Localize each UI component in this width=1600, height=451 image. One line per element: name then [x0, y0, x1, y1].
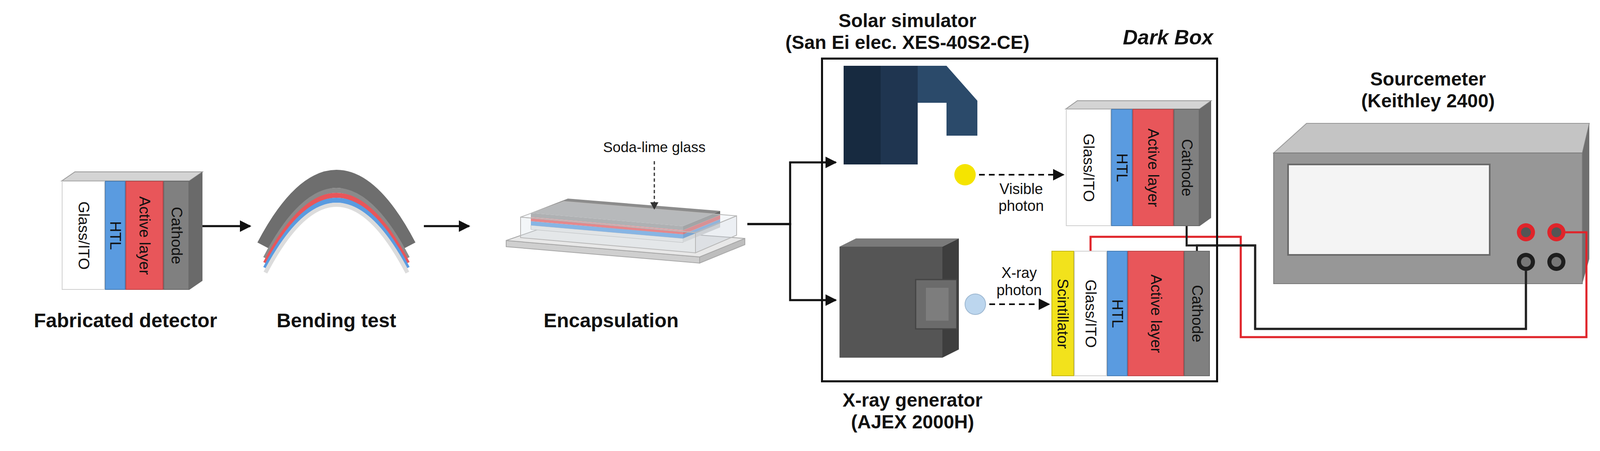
- photon-arrow: [979, 174, 1064, 176]
- heading-block: Fabricated detector: [33, 309, 217, 333]
- simulator-hood: [880, 65, 978, 136]
- layer-box: Glass/ITO: [61, 181, 105, 291]
- layer-box: Active layer: [1127, 251, 1184, 377]
- layer-label: Cathode: [1188, 285, 1206, 343]
- simulator-side: [843, 65, 881, 165]
- flow-arrow: [747, 224, 836, 301]
- node-title: Dark Box: [1122, 25, 1214, 50]
- bent-device: [265, 179, 408, 273]
- wire: [1197, 245, 1527, 330]
- layer-label: Active layer: [135, 196, 154, 275]
- heading-block: Bending test: [276, 309, 397, 333]
- terminal-black: [1516, 253, 1535, 272]
- layer-label: Active layer: [1144, 128, 1162, 207]
- heading-block: Solar simulator(San Ei elec. XES-40S2-CE…: [785, 9, 1030, 54]
- node-subtitle: (San Ei elec. XES-40S2-CE): [785, 31, 1030, 54]
- solar-simulator-icon: [843, 65, 978, 186]
- wire: [1186, 226, 1527, 330]
- layer-label: Glass/ITO: [1081, 279, 1100, 349]
- sourcemeter-front: [1273, 153, 1583, 284]
- side-face: [1199, 100, 1212, 227]
- terminal-red: [1516, 223, 1535, 242]
- layer-box: HTL: [1111, 109, 1133, 227]
- heading-block: X-ray generator(AJEX 2000H): [842, 389, 983, 434]
- dark-box: Dark BoxSolar simulator(San Ei elec. XES…: [820, 57, 1219, 383]
- node-title: Solar simulator: [785, 9, 1030, 32]
- process-step: Fabricated detectorGlass/ITOHTLActive la…: [61, 181, 190, 291]
- layer-box: Cathode: [1183, 251, 1210, 377]
- edge-label: Visible photon: [982, 180, 1061, 215]
- terminal-core: [1520, 257, 1531, 268]
- annotation-label: Soda-lime glass: [603, 139, 706, 156]
- terminal-black: [1547, 253, 1566, 272]
- edge-label: X-ray photon: [980, 264, 1059, 299]
- bent-glass: [265, 204, 408, 273]
- heading-block: Dark Box: [1122, 25, 1214, 50]
- node-title: Bending test: [276, 309, 397, 333]
- process-step: Bending test: [259, 172, 414, 276]
- detector-3d-faces: [61, 100, 1212, 291]
- layer-box: HTL: [104, 181, 126, 291]
- node-subtitle: (AJEX 2000H): [842, 411, 983, 434]
- visible-photon-dot: [954, 164, 976, 186]
- node-title: Sourcemeter: [1361, 68, 1496, 91]
- layer-label: Glass/ITO: [1079, 133, 1098, 203]
- node-subtitle: (Keithley 2400): [1361, 90, 1496, 112]
- layer-label: Scintillator: [1054, 278, 1072, 349]
- layer-box: Glass/ITO: [1074, 251, 1107, 377]
- xray-nozzle: [915, 279, 957, 330]
- sourcemeter-icon: [1273, 123, 1590, 284]
- top-face: [1065, 100, 1212, 110]
- sourcemeter-top: [1273, 123, 1590, 154]
- side-face: [189, 172, 203, 291]
- xray-photon-dot: [965, 294, 986, 315]
- xray-window: [925, 288, 949, 321]
- xray-top: [839, 238, 959, 247]
- top-face: [61, 172, 203, 182]
- photon-arrow: [989, 303, 1049, 306]
- layer-label: Cathode: [1178, 139, 1196, 197]
- flow-arrow: [747, 162, 836, 225]
- layer-box: Scintillator: [1051, 251, 1075, 377]
- terminal-core: [1520, 227, 1531, 238]
- process-step: Encapsulation: [477, 181, 745, 264]
- layer-label: Active layer: [1147, 274, 1165, 354]
- flow-arrow: [202, 225, 251, 228]
- node-title: Fabricated detector: [33, 309, 217, 333]
- equipment-node: Solar simulator(San Ei elec. XES-40S2-CE…: [837, 61, 978, 186]
- leader-line: [653, 161, 656, 206]
- layer-box: Glass/ITO: [1065, 109, 1112, 227]
- node-title: X-ray generator: [842, 389, 983, 412]
- flow-arrow: [423, 225, 470, 228]
- layer-label: HTL: [1108, 299, 1126, 329]
- layer-label: Glass/ITO: [74, 201, 93, 270]
- terminal-core: [1551, 227, 1562, 238]
- heading-block: Sourcemeter(Keithley 2400): [1361, 68, 1496, 112]
- xray-generator-icon: [839, 238, 986, 359]
- heading-block: Encapsulation: [543, 309, 679, 333]
- leader-head: [650, 202, 659, 210]
- node-title: Encapsulation: [543, 309, 679, 333]
- layer-box: Active layer: [1132, 109, 1174, 227]
- terminal-red: [1547, 223, 1566, 242]
- layer-label: Cathode: [167, 206, 186, 265]
- layer-label: HTL: [106, 221, 124, 251]
- layer-box: HTL: [1106, 251, 1128, 377]
- layer-box: Cathode: [1173, 109, 1200, 227]
- simulator-body: [843, 65, 918, 165]
- layer-box: Cathode: [163, 181, 190, 291]
- sourcemeter-screen: [1288, 164, 1490, 256]
- terminal-core: [1551, 257, 1562, 268]
- bent-htl: [265, 200, 408, 269]
- layer-label: HTL: [1113, 153, 1131, 183]
- encapsulated-device: [506, 161, 745, 264]
- cover-glass-top: [520, 201, 737, 233]
- equipment-node: Sourcemeter(Keithley 2400): [1273, 153, 1583, 284]
- equipment-node: X-ray generator(AJEX 2000H): [837, 240, 988, 363]
- layer-box: Active layer: [125, 181, 164, 291]
